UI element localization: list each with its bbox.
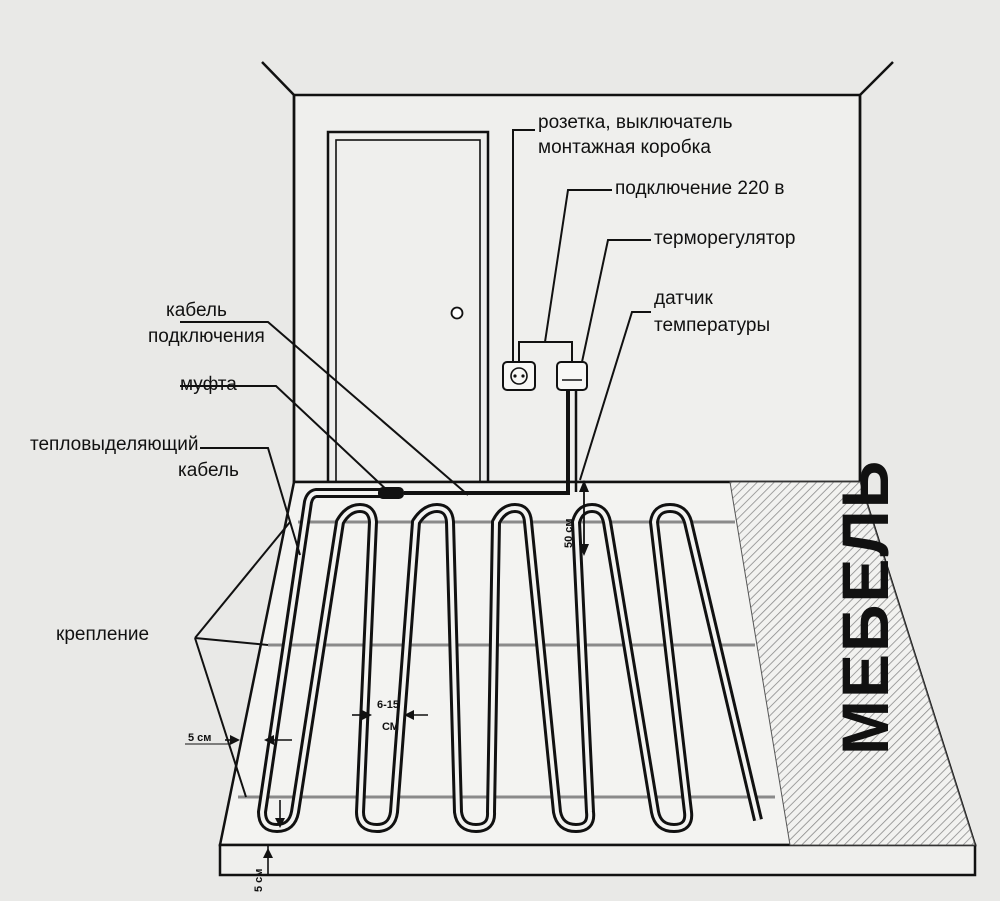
connection-cable [404, 380, 570, 495]
thermostat-label: терморегулятор [654, 228, 795, 249]
sensor-label: датчик [654, 288, 713, 309]
heating-cable-label: тепловыделяющий [30, 434, 198, 455]
coupling [378, 487, 404, 499]
door-knob-icon [450, 306, 464, 320]
fastening-label: крепление [56, 624, 149, 645]
dimension-sensor-offset: 50 см [563, 480, 589, 556]
furniture-label: МЕБЕЛЬ [828, 459, 902, 755]
socket-switch-label: розетка, выключатель [538, 112, 733, 133]
sensor-label-2: температуры [654, 315, 770, 336]
labels: розетка, выключатель монтажная коробка п… [30, 112, 795, 645]
furniture-zone: МЕБЕЛЬ [729, 459, 976, 846]
loop-spacing-label: 6-15 [377, 699, 399, 711]
door [326, 130, 490, 484]
sensor-offset-label: 50 см [563, 518, 575, 548]
heating-cable [257, 488, 763, 833]
connection-cable-label-2: подключения [148, 326, 265, 347]
thermostat-icon [556, 361, 588, 391]
leader-lines [180, 129, 651, 798]
coupling-label: муфта [180, 374, 237, 395]
power-220-label: подключение 220 в [615, 178, 784, 199]
bottom-offset-label: 5 см [253, 869, 265, 892]
heating-cable-label-2: кабель [178, 460, 239, 481]
dimension-loop-spacing: 6-15 СМ [352, 699, 428, 733]
dimension-wall-offset: 5 см [185, 732, 292, 745]
socket-icon [502, 361, 536, 391]
junction-box-label: монтажная коробка [538, 137, 711, 158]
wall-offset-label: 5 см [188, 732, 211, 744]
dimension-bottom-offset: 5 см [253, 800, 285, 892]
connection-cable-label: кабель [166, 300, 227, 321]
loop-spacing-unit: СМ [382, 721, 399, 733]
